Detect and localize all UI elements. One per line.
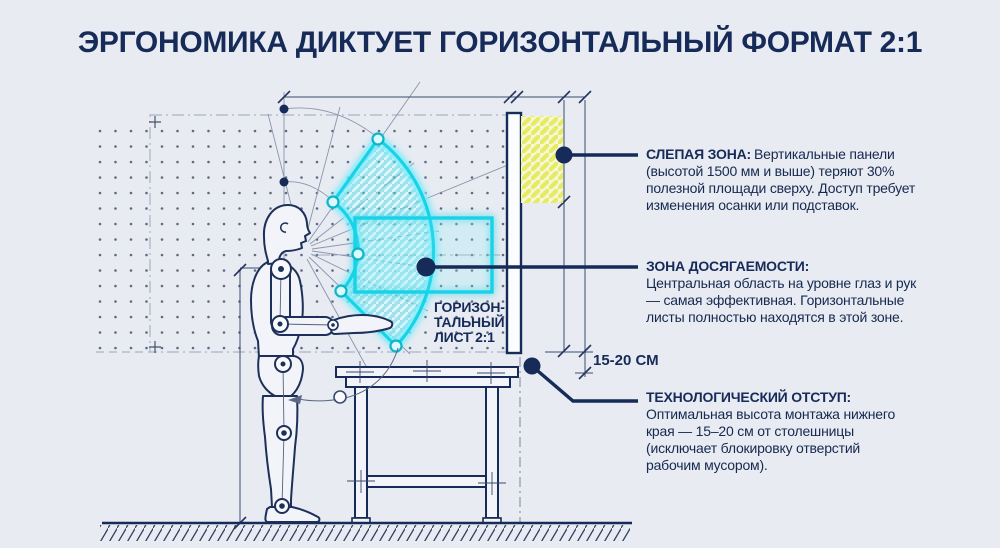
arc-reference-dots (279, 104, 289, 187)
reach-zone-fan (326, 132, 494, 353)
mannequin-leg (261, 395, 299, 508)
registration-mark-icon (149, 116, 161, 353)
annotation-reach-zone-body: Центральная область на уровне глаз и рук… (646, 275, 917, 325)
side-panel (505, 111, 523, 355)
arrowhead-icon (288, 395, 302, 404)
mannequin-foot (264, 506, 321, 523)
annotation-tech-offset-body: Оптимальная высота монтажа нижнего края … (646, 406, 896, 473)
dimension-label: 15-20 СМ (593, 352, 659, 369)
callout-dot-blind-zone (555, 146, 573, 164)
fan-node (326, 132, 403, 353)
centerline-mark-icon (346, 360, 506, 495)
callout-leaders (416, 146, 638, 403)
pivot-node (333, 390, 347, 404)
mannequin-hand (330, 314, 394, 335)
callout-dot-reach-zone (416, 257, 436, 277)
annotation-reach-zone-heading: ЗОНА ДОСЯГАЕМОСТИ: (646, 258, 810, 274)
dimension-lines (233, 90, 593, 530)
ear-icon (280, 222, 289, 233)
mannequin-head (262, 204, 311, 265)
workbench (335, 360, 519, 524)
annotation-reach-zone: ЗОНА ДОСЯГАЕМОСТИ: Центральная область н… (646, 258, 918, 326)
callout-dot-tech-offset (523, 357, 541, 375)
annotation-blind-zone-heading: СЛЕПАЯ ЗОНА: (646, 146, 752, 162)
callout-line-tech-offset (530, 364, 638, 403)
annotation-tech-offset: ТЕХНОЛОГИЧЕСКИЙ ОТСТУП: Оптимальная высо… (646, 389, 918, 474)
annotation-blind-zone: СЛЕПАЯ ЗОНА:Вертикальные панели (высотой… (646, 146, 918, 214)
dimension-tick-icon (233, 90, 592, 530)
horizontal-sheet-outline (353, 216, 494, 294)
joint-icon (270, 258, 339, 514)
mannequin-figure (250, 204, 394, 523)
blind-zone-area (521, 116, 563, 203)
page-title: ЭРГОНОМИКА ДИКТУЕТ ГОРИЗОНТАЛЬНЫЙ ФОРМАТ… (77, 26, 923, 59)
annotation-tech-offset-heading: ТЕХНОЛОГИЧЕСКИЙ ОТСТУП: (646, 389, 852, 405)
annotation-blind-zone-body: Вертикальные панели (высотой 1500 мм и в… (646, 146, 916, 213)
sheet-label: ГОРИЗОН- ТАЛЬНЫЙ ЛИСТ 2:1 (434, 299, 505, 345)
ground (100, 521, 632, 541)
motion-arc (288, 347, 399, 404)
